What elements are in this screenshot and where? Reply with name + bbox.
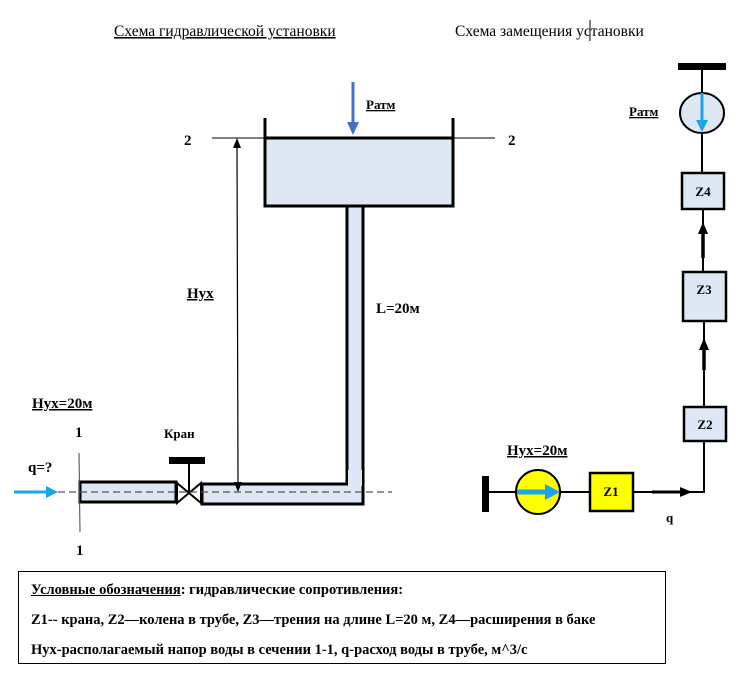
valve-label: Кран — [164, 426, 195, 441]
element-z2: Z2 — [682, 405, 728, 443]
flow-right-arrow-icon — [652, 487, 692, 497]
legend-line-3: Hух-располагаемый напор воды в сечении 1… — [31, 642, 528, 658]
down-arrow-icon — [696, 120, 708, 132]
right-arrow-icon — [545, 484, 560, 500]
flow-up-arrow-icon — [698, 222, 708, 258]
q-label: q — [666, 510, 674, 525]
outlet-pipe — [200, 482, 365, 506]
ground-bar-top — [678, 63, 726, 70]
ground-bar-left — [482, 476, 489, 512]
p-atm-label: Pатм — [366, 97, 395, 112]
legend-line-2: Z1-- крана, Z2—колена в трубе, Z3—трения… — [31, 612, 596, 628]
right-p-atm-label: Pатм — [629, 104, 658, 119]
tank-water — [265, 138, 453, 206]
pressure-source — [515, 469, 561, 515]
element-z3: Z3 — [681, 270, 728, 323]
legend-heading: Условные обозначения — [31, 582, 181, 598]
flow-label: q=? — [28, 460, 52, 476]
valve-icon — [169, 457, 205, 506]
legend-heading-rest: : гидравлические сопротивления: — [180, 582, 404, 598]
elbow-fill — [348, 470, 362, 486]
legend-line-1: Условные обозначения: гидравлические соп… — [31, 582, 403, 599]
flow-arrow-icon — [14, 486, 58, 498]
head-label: Hух — [187, 286, 214, 302]
head-dimension-line — [236, 144, 239, 483]
section-2-left-label: 2 — [184, 133, 192, 149]
length-label: L=20м — [376, 301, 420, 317]
dimension-arrow-down-icon — [234, 482, 242, 492]
tank — [263, 118, 455, 208]
source-head-label: Hух=20м — [507, 443, 567, 459]
section-1-bottom-label: 1 — [76, 543, 84, 559]
element-z1: Z1 — [588, 471, 635, 513]
section-2-right-label: 2 — [508, 133, 516, 149]
right-title: Схема замещения установки — [455, 23, 644, 40]
svg-text:Z1: Z1 — [603, 484, 618, 499]
left-title: Схема гидравлической установки — [114, 23, 336, 40]
dimension-arrow-up-icon — [233, 138, 241, 148]
svg-text:Z2: Z2 — [697, 417, 712, 432]
atm-pressure-source — [679, 92, 725, 134]
element-z4: Z4 — [680, 171, 726, 211]
flow-up-arrow-icon — [699, 338, 709, 370]
section-1-top-label: 1 — [75, 425, 83, 441]
head-value-label: Hух=20м — [32, 396, 92, 412]
vertical-pipe — [345, 204, 365, 486]
svg-text:Z3: Z3 — [696, 282, 712, 297]
svg-text:Z4: Z4 — [695, 184, 711, 199]
section-1-line — [78, 452, 81, 533]
p-atm-arrow-icon — [347, 82, 359, 135]
legend-box: Условные обозначения: гидравлические соп… — [18, 571, 666, 664]
